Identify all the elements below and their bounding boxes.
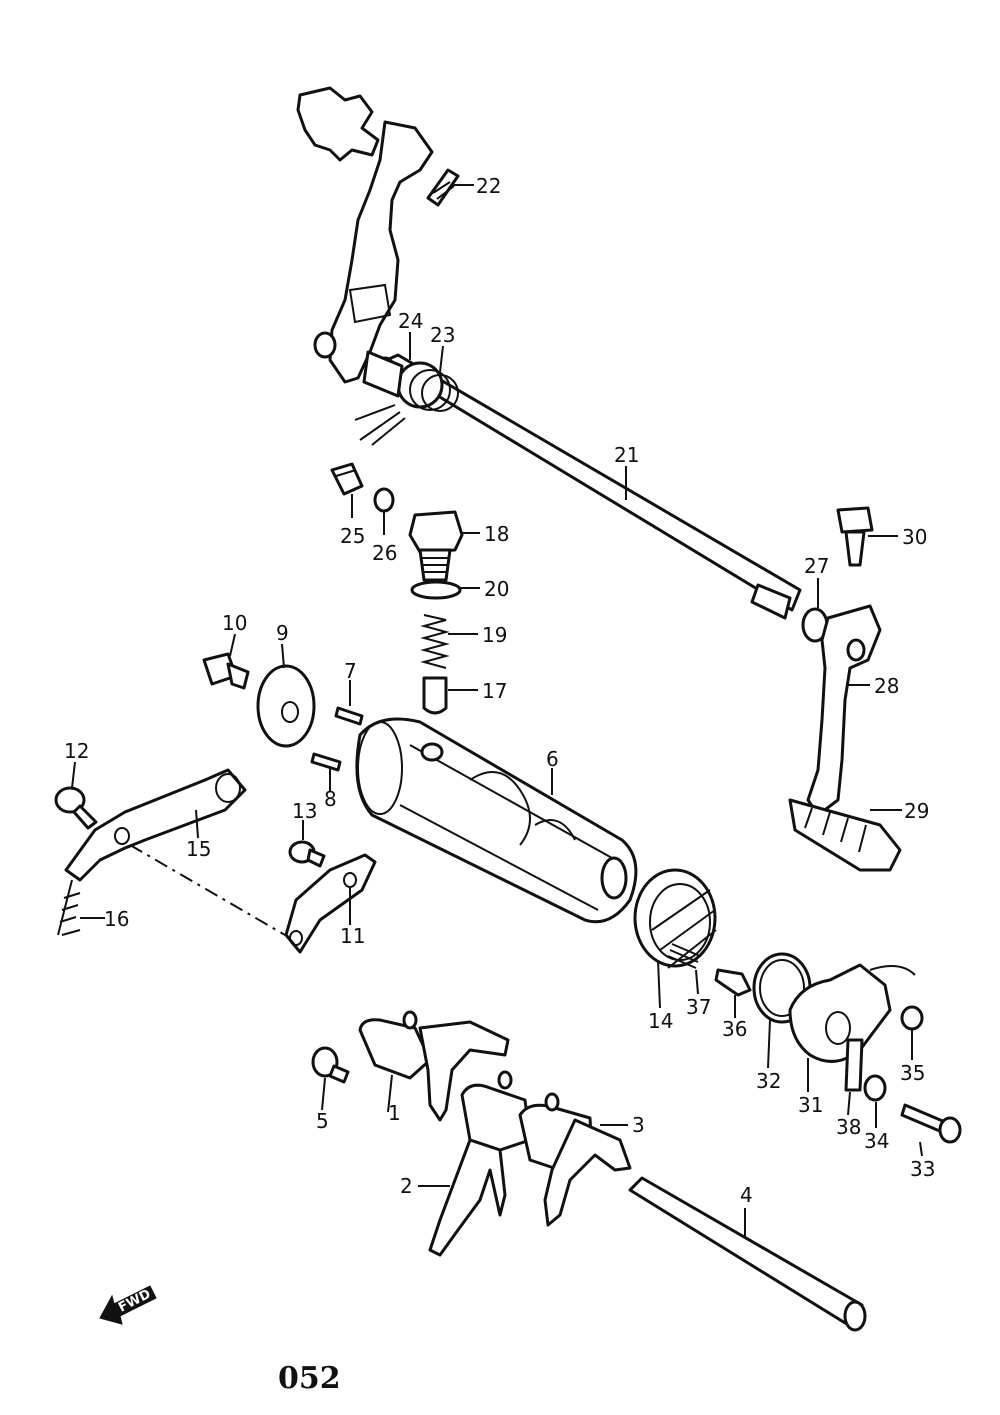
callout-12: 12 bbox=[64, 739, 89, 763]
shift-fork-1 bbox=[358, 1010, 510, 1122]
gear-shift-cam-6 bbox=[355, 717, 638, 924]
stopper-bolt-18 bbox=[408, 510, 464, 582]
callout-5: 5 bbox=[316, 1109, 329, 1133]
callout-13: 13 bbox=[292, 799, 317, 823]
callout-2: 2 bbox=[400, 1174, 413, 1198]
callout-30: 30 bbox=[902, 525, 927, 549]
screw-10 bbox=[202, 652, 250, 690]
lead-clamp-38 bbox=[844, 1038, 864, 1092]
shift-arm-upper-pawl bbox=[296, 86, 380, 162]
screw-13 bbox=[288, 840, 326, 868]
screw-5 bbox=[311, 1046, 350, 1084]
pin-37 bbox=[667, 943, 701, 969]
callout-8: 8 bbox=[324, 787, 337, 811]
callout-36: 36 bbox=[722, 1017, 747, 1041]
callout-10: 10 bbox=[222, 611, 247, 635]
washer-26 bbox=[373, 487, 395, 513]
shift-arm-plate bbox=[328, 120, 434, 384]
washer-34 bbox=[863, 1074, 887, 1102]
callout-16: 16 bbox=[104, 907, 129, 931]
cam-driven-gear-9 bbox=[256, 664, 316, 748]
bolt-30 bbox=[836, 506, 874, 567]
callout-33: 33 bbox=[910, 1157, 935, 1181]
forward-label: FWD bbox=[116, 1287, 153, 1316]
callout-19: 19 bbox=[482, 623, 507, 647]
callout-32: 32 bbox=[756, 1069, 781, 1093]
bolt-25 bbox=[330, 462, 364, 496]
callout-37: 37 bbox=[686, 995, 711, 1019]
callout-38: 38 bbox=[836, 1115, 861, 1139]
bearing-14 bbox=[633, 868, 717, 969]
callout-6: 6 bbox=[546, 747, 559, 771]
callout-18: 18 bbox=[484, 522, 509, 546]
bolt-12 bbox=[54, 786, 98, 830]
callout-20: 20 bbox=[484, 577, 509, 601]
gasket-20 bbox=[410, 580, 462, 600]
callout-15: 15 bbox=[186, 837, 211, 861]
callout-22: 22 bbox=[476, 174, 501, 198]
nut-35 bbox=[900, 1005, 924, 1031]
cam-stopper-15 bbox=[64, 768, 247, 882]
callout-23: 23 bbox=[430, 323, 455, 347]
stopper-plunger-17 bbox=[422, 676, 448, 715]
spring-16 bbox=[57, 879, 81, 936]
callout-labels: 1 2 3 4 5 6 7 8 9 10 11 12 13 14 15 16 1… bbox=[64, 174, 935, 1207]
callout-24: 24 bbox=[398, 309, 423, 333]
page-number: 052 bbox=[278, 1361, 341, 1396]
callout-35: 35 bbox=[900, 1061, 925, 1085]
screw-33 bbox=[900, 1103, 962, 1144]
callout-27: 27 bbox=[804, 554, 829, 578]
callout-34: 34 bbox=[864, 1129, 889, 1153]
callout-11: 11 bbox=[340, 924, 365, 948]
footrest-rubber-29 bbox=[788, 798, 902, 872]
callout-9: 9 bbox=[276, 621, 289, 645]
callout-4: 4 bbox=[740, 1183, 753, 1207]
forward-direction-arrow: FWD bbox=[99, 1285, 157, 1325]
callout-17: 17 bbox=[482, 679, 507, 703]
gear-shift-lever-28 bbox=[806, 604, 882, 817]
pin-36 bbox=[714, 968, 752, 997]
callout-1: 1 bbox=[388, 1101, 401, 1125]
callout-31: 31 bbox=[798, 1093, 823, 1117]
callout-28: 28 bbox=[874, 674, 899, 698]
collar-24 bbox=[362, 350, 404, 398]
shift-arm-assembly bbox=[296, 86, 434, 384]
callout-29: 29 bbox=[904, 799, 929, 823]
shift-fork-3 bbox=[518, 1092, 632, 1227]
shift-arm-boss bbox=[313, 331, 337, 359]
callout-14: 14 bbox=[648, 1009, 673, 1033]
alignment-line bbox=[129, 844, 286, 936]
shift-arm-window bbox=[348, 283, 392, 324]
cam-stopper-plate-11 bbox=[284, 853, 377, 954]
callout-3: 3 bbox=[632, 1113, 645, 1137]
leader-lines bbox=[71, 184, 923, 1238]
return-spring-22 bbox=[426, 168, 460, 207]
spring-19 bbox=[420, 614, 450, 669]
shift-fork-2 bbox=[428, 1070, 532, 1257]
callout-26: 26 bbox=[372, 541, 397, 565]
callout-25: 25 bbox=[340, 524, 365, 548]
fork-shaft-4 bbox=[628, 1176, 867, 1332]
callout-7: 7 bbox=[344, 659, 357, 683]
pin-7 bbox=[334, 706, 364, 726]
pin-8 bbox=[310, 752, 342, 772]
callout-21: 21 bbox=[614, 443, 639, 467]
